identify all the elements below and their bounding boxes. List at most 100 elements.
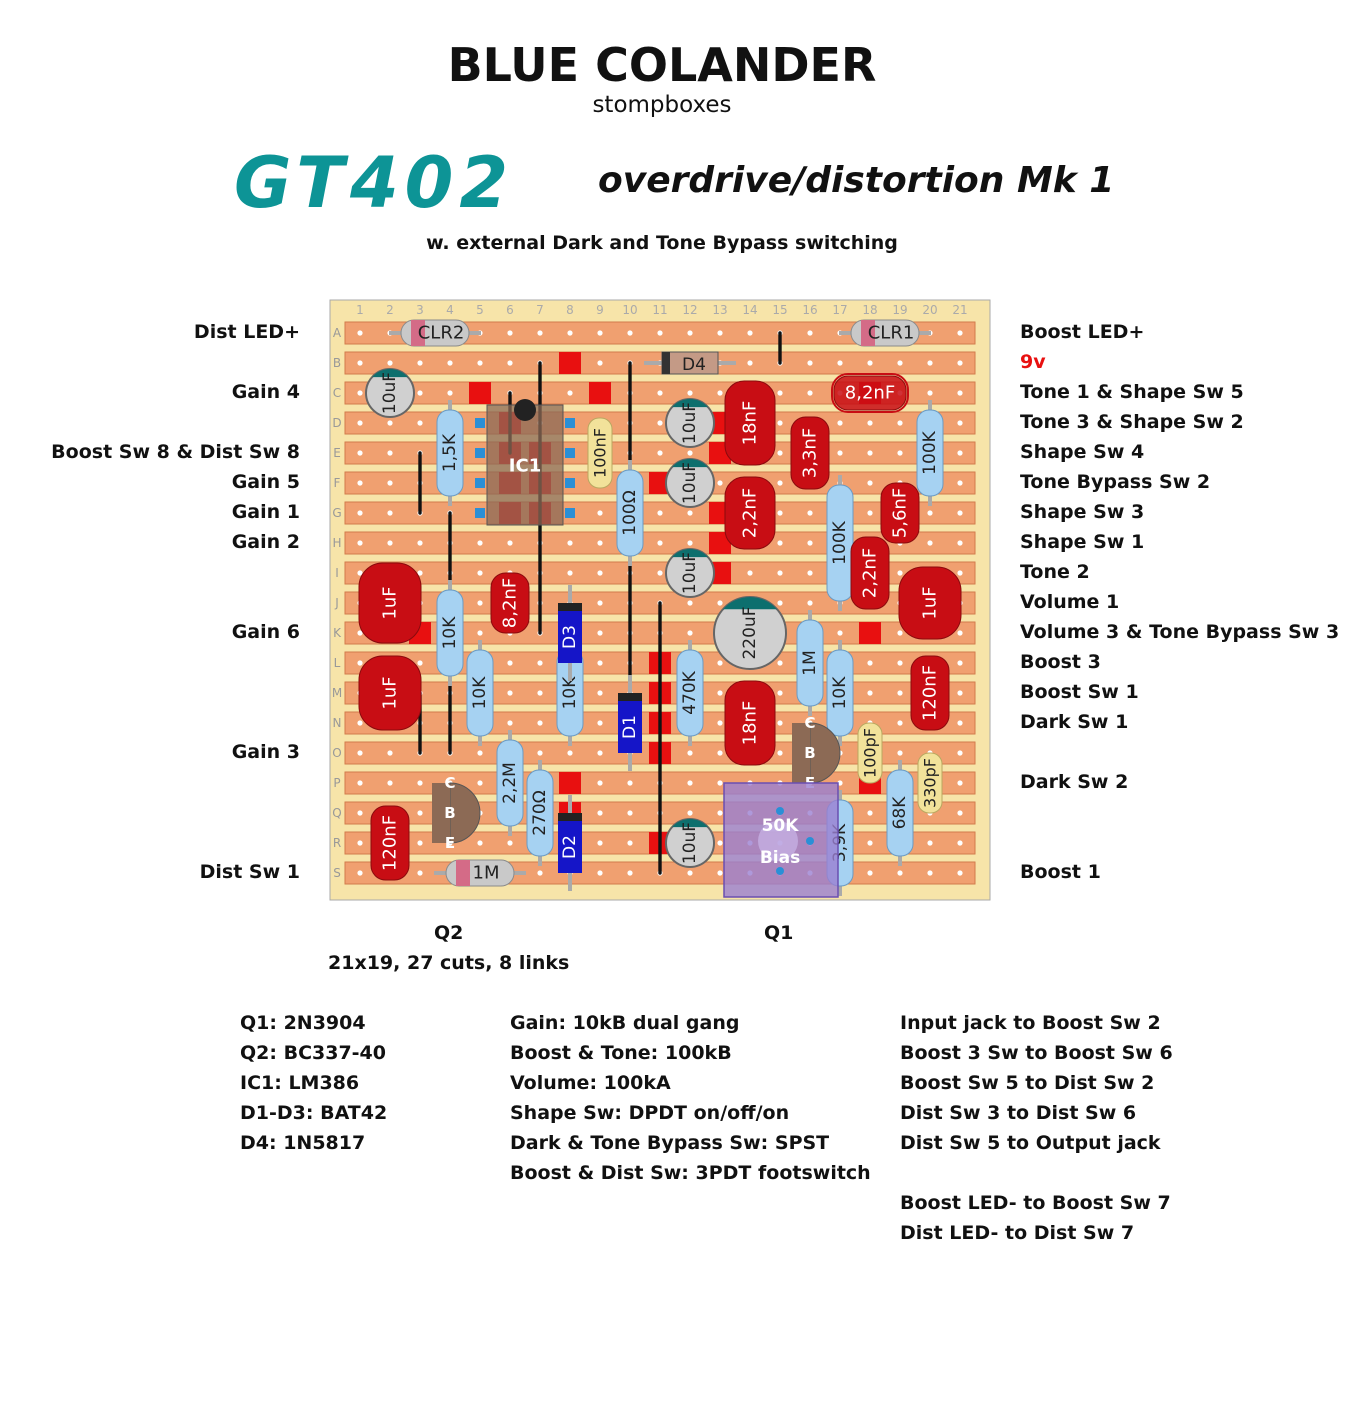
- film-capacitor: 18nF: [724, 380, 776, 466]
- wire-label: Volume 1: [1020, 591, 1120, 613]
- transistor-pin-label: C: [444, 774, 455, 792]
- electrolytic-capacitor: 10uF: [665, 818, 715, 868]
- capacitor-label: 18nF: [740, 701, 761, 746]
- strip-hole: [867, 870, 873, 876]
- column-number: 19: [892, 303, 907, 317]
- column-number: 6: [506, 303, 514, 317]
- capacitor-body: [898, 566, 962, 640]
- list-item: Volume: 100kA: [510, 1072, 671, 1094]
- strip-hole: [477, 840, 483, 846]
- strip-hole: [597, 720, 603, 726]
- strip-hole: [867, 810, 873, 816]
- capacitor-label: 18nF: [740, 401, 761, 446]
- column-number: 1: [356, 303, 364, 317]
- capacitor-outline: [831, 373, 909, 413]
- ceramic-capacitor: 330pF: [917, 752, 943, 814]
- strip-hole: [357, 480, 363, 486]
- resistor: 1,5K: [436, 400, 464, 506]
- capacitor-label: 100pF: [861, 728, 880, 778]
- strip-hole: [357, 510, 363, 516]
- wire-label: Dist Sw 1: [199, 861, 300, 883]
- resistor-label: 10K: [440, 616, 460, 650]
- film-capacitor: 5,6nF: [880, 482, 920, 544]
- column-number: 10: [622, 303, 637, 317]
- electrolytic-capacitor: 10uF: [665, 398, 715, 448]
- capacitor-body: [490, 572, 530, 634]
- diode-band: [558, 813, 582, 821]
- strip-hole: [597, 780, 603, 786]
- resistor-label: 10K: [830, 676, 850, 710]
- strip-hole: [837, 450, 843, 456]
- wire-label: Boost Sw 1: [1020, 681, 1139, 703]
- strip-hole: [507, 660, 513, 666]
- list-item: Shape Sw: DPDT on/off/on: [510, 1102, 790, 1124]
- strip-hole: [957, 690, 963, 696]
- capacitor-label: 5,6nF: [890, 488, 911, 538]
- board-size-note: 21x19, 27 cuts, 8 links: [328, 952, 570, 974]
- diode-label: D2: [560, 835, 580, 859]
- row-letter: C: [333, 386, 341, 400]
- column-number: 13: [712, 303, 727, 317]
- resistor-label: 100K: [830, 520, 850, 564]
- diode-body: [558, 813, 582, 873]
- resistor-body: [826, 484, 854, 602]
- row-letter: J: [334, 596, 339, 610]
- strip-hole: [657, 510, 663, 516]
- strip-hole: [687, 750, 693, 756]
- strip-hole: [687, 330, 693, 336]
- strip-hole: [897, 570, 903, 576]
- strip-hole: [417, 390, 423, 396]
- transistor-body: [809, 722, 841, 784]
- strip-hole: [627, 780, 633, 786]
- strip-hole: [567, 540, 573, 546]
- strip-hole: [777, 690, 783, 696]
- strip-hole: [507, 720, 513, 726]
- transistor-flat: [792, 723, 810, 783]
- strip-hole: [957, 570, 963, 576]
- ic-pin: [565, 418, 575, 428]
- capacitor-label: 10uF: [680, 402, 700, 444]
- diode-label: D1: [620, 715, 640, 739]
- capacitor-label: 8,2nF: [500, 578, 521, 628]
- capacitor-stripe: [672, 399, 708, 408]
- strip-hole: [657, 420, 663, 426]
- resistor-body: [616, 469, 644, 557]
- track-cut: [589, 382, 611, 404]
- strip-hole: [357, 330, 363, 336]
- strip-hole: [657, 570, 663, 576]
- strip-hole: [357, 360, 363, 366]
- strip-hole: [687, 810, 693, 816]
- strip-hole: [687, 630, 693, 636]
- list-item: Gain: 10kB dual gang: [510, 1012, 740, 1034]
- strip-hole: [747, 330, 753, 336]
- resistor-label: CLR1: [868, 323, 915, 344]
- strip-hole: [357, 840, 363, 846]
- column-number: 12: [682, 303, 697, 317]
- resistor-band: [411, 320, 425, 346]
- strip-hole: [927, 840, 933, 846]
- list-item: Dist Sw 3 to Dist Sw 6: [900, 1102, 1137, 1124]
- diode: D3: [558, 585, 582, 681]
- track-cut: [709, 532, 731, 554]
- column-number: 9: [596, 303, 604, 317]
- strip-hole: [357, 810, 363, 816]
- strip-hole: [417, 840, 423, 846]
- film-capacitor: 1uF: [898, 566, 962, 640]
- column-number: 17: [832, 303, 847, 317]
- resistor: 68K: [886, 760, 914, 866]
- strip-hole: [357, 450, 363, 456]
- strip-hole: [537, 720, 543, 726]
- strip-hole: [717, 870, 723, 876]
- strip-hole: [897, 750, 903, 756]
- strip-hole: [927, 540, 933, 546]
- wire-label: Boost 1: [1020, 861, 1101, 883]
- trimmer-pin: [776, 807, 784, 815]
- row-letter: O: [332, 746, 341, 760]
- wire-label: Gain 5: [231, 471, 300, 493]
- strip-hole: [777, 480, 783, 486]
- capacitor-label: 1uF: [380, 586, 401, 619]
- strip-hole: [627, 330, 633, 336]
- strip-hole: [957, 630, 963, 636]
- wire-label: Volume 3 & Tone Bypass Sw 3: [1020, 621, 1340, 643]
- ic-pin: [565, 448, 575, 458]
